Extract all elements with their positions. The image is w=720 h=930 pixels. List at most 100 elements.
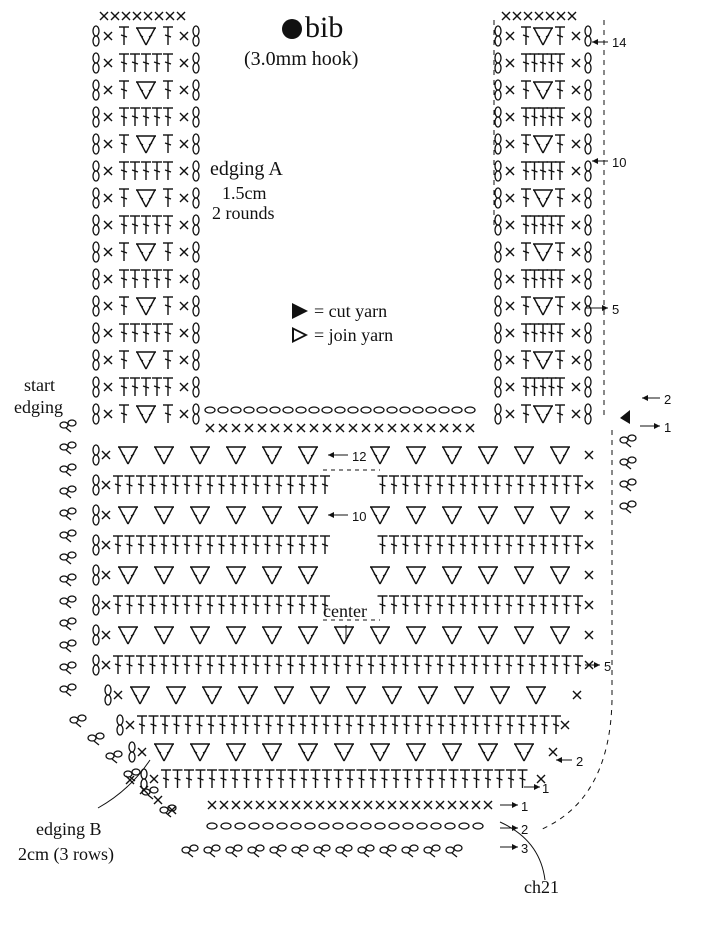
strap-edge-loop bbox=[192, 187, 200, 209]
body-dc bbox=[320, 715, 332, 735]
chain-dashed-curve bbox=[539, 699, 613, 831]
body-v-stitch bbox=[153, 743, 175, 762]
edging-b-picot bbox=[423, 844, 441, 858]
body-v-stitch bbox=[513, 446, 535, 465]
strap-dc bbox=[118, 242, 130, 262]
body-dc bbox=[526, 655, 538, 675]
body-v-stitch bbox=[297, 566, 319, 585]
body-dc bbox=[560, 655, 573, 675]
body-v-stitch bbox=[333, 743, 355, 762]
strap-edge-loop bbox=[92, 214, 100, 236]
body-top-sc bbox=[257, 423, 267, 433]
base-sc-row bbox=[435, 800, 445, 810]
body-edge-sc bbox=[101, 510, 111, 520]
body-dc bbox=[307, 595, 320, 615]
body-v-stitch bbox=[477, 626, 499, 645]
base-chain-row bbox=[444, 822, 456, 830]
strap-dc bbox=[162, 296, 174, 316]
base-sc-row bbox=[291, 800, 301, 810]
strap-dc bbox=[528, 107, 541, 127]
strap-dc bbox=[129, 269, 141, 289]
strap-top-sc bbox=[132, 11, 142, 21]
body-dc bbox=[147, 715, 160, 735]
body-top-chain bbox=[386, 406, 398, 414]
body-dc bbox=[239, 715, 252, 735]
body-dc bbox=[411, 595, 423, 615]
body-dc bbox=[390, 769, 402, 789]
body-dc bbox=[401, 769, 414, 789]
body-dc bbox=[227, 595, 239, 615]
body-top-chain bbox=[412, 406, 424, 414]
body-dc bbox=[412, 715, 424, 735]
strap-dc bbox=[140, 269, 152, 289]
base-chain-row bbox=[304, 822, 316, 830]
body-dc bbox=[285, 715, 298, 735]
body-dc bbox=[526, 595, 538, 615]
chart-title: bib bbox=[282, 12, 343, 44]
body-v-stitch bbox=[477, 446, 499, 465]
strap-edge-loop bbox=[92, 187, 100, 209]
body-v-stitch bbox=[453, 686, 475, 705]
strap-dc bbox=[520, 188, 532, 208]
strap-dc bbox=[140, 215, 152, 235]
body-dc bbox=[262, 715, 275, 735]
body-dc bbox=[411, 655, 423, 675]
body-top-chain bbox=[295, 406, 307, 414]
body-dc bbox=[470, 769, 483, 789]
strap-edge-loop bbox=[584, 322, 592, 344]
body-dc bbox=[274, 715, 286, 735]
body-dc bbox=[447, 769, 460, 789]
body-v-stitch bbox=[189, 626, 211, 645]
strap-top-sc bbox=[501, 11, 511, 21]
body-dc bbox=[238, 655, 251, 675]
body-row-5: 5 bbox=[604, 659, 612, 674]
body-v-stitch bbox=[333, 626, 355, 645]
strap-edge-loop bbox=[192, 79, 200, 101]
base-chain-row bbox=[458, 822, 470, 830]
body-dc bbox=[261, 535, 274, 555]
arrow-body-10-head bbox=[328, 512, 334, 518]
strap-dc bbox=[537, 323, 549, 343]
strap-dc bbox=[118, 323, 130, 343]
body-dc bbox=[135, 475, 147, 495]
body-dc bbox=[422, 655, 435, 675]
strap-edge-sc bbox=[505, 58, 515, 68]
body-v-stitch bbox=[297, 446, 319, 465]
body-edge-sc bbox=[101, 600, 111, 610]
body-dc bbox=[286, 769, 299, 789]
strap-edge-loop bbox=[584, 79, 592, 101]
body-edge-sc bbox=[137, 747, 147, 757]
body-dc bbox=[457, 655, 469, 675]
body-dc bbox=[560, 595, 573, 615]
body-dc bbox=[159, 715, 171, 735]
edging-corner-picot bbox=[69, 714, 87, 728]
body-dc bbox=[388, 595, 400, 615]
edging-picot bbox=[59, 419, 77, 433]
body-top-sc bbox=[270, 423, 280, 433]
strap-edge-loop bbox=[494, 106, 502, 128]
body-dc bbox=[181, 595, 193, 615]
body-dc bbox=[181, 535, 193, 555]
body-v-stitch bbox=[549, 506, 571, 525]
body-dc bbox=[482, 769, 494, 789]
edging-corner-picot bbox=[105, 750, 123, 764]
body-dc bbox=[435, 715, 447, 735]
body-dc bbox=[296, 475, 308, 495]
body-v-stitch bbox=[441, 506, 463, 525]
strap-dc bbox=[520, 404, 532, 424]
strap-edge-sc bbox=[179, 274, 189, 284]
strap-top-sc bbox=[545, 11, 555, 21]
body-dc bbox=[158, 535, 170, 555]
body-dc bbox=[160, 769, 172, 789]
strap-top-sc bbox=[567, 11, 577, 21]
edging-b-picot bbox=[269, 844, 287, 858]
body-v-stitch bbox=[441, 446, 463, 465]
body-dc bbox=[572, 535, 584, 555]
strap-edge-sc bbox=[103, 355, 113, 365]
body-v-stitch bbox=[369, 743, 391, 762]
strap-dc bbox=[129, 161, 141, 181]
body-dc bbox=[515, 715, 528, 735]
strap-dc bbox=[554, 323, 566, 343]
left-strap-stitches bbox=[92, 11, 200, 425]
strap-dc bbox=[545, 269, 558, 289]
